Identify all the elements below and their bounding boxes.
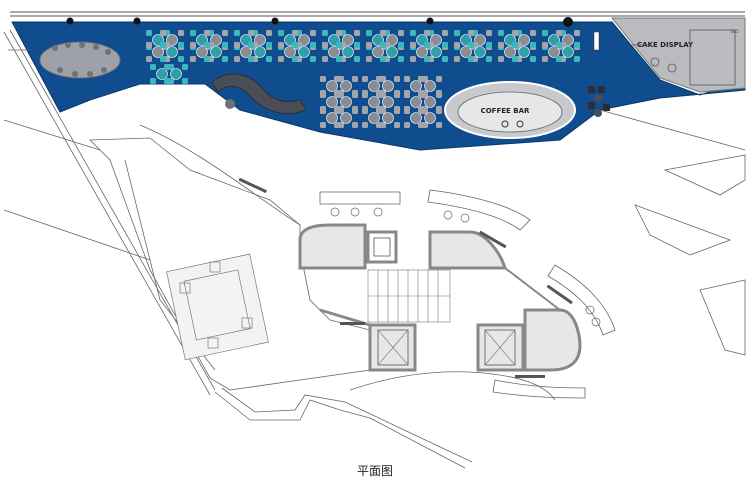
cake-display-zone xyxy=(610,17,746,93)
plan-caption: 平面图 xyxy=(356,464,393,478)
column xyxy=(225,99,235,109)
table-group xyxy=(418,108,442,128)
table-group xyxy=(376,92,400,112)
table-group xyxy=(204,42,228,62)
table-group xyxy=(146,42,170,62)
columns xyxy=(66,17,573,27)
bench-curve xyxy=(211,73,307,114)
table-group xyxy=(160,42,184,62)
window-marks xyxy=(238,177,573,378)
terrace-furniture xyxy=(166,253,269,361)
table-group xyxy=(292,42,316,62)
table-group xyxy=(512,42,536,62)
table-group xyxy=(278,42,302,62)
cake-display-label: CAKE DISPLAY xyxy=(637,41,694,49)
table-group xyxy=(376,108,400,128)
outdoor-seats xyxy=(330,207,601,327)
table-group xyxy=(424,42,448,62)
table-group xyxy=(234,42,258,62)
core-block xyxy=(298,223,582,372)
table-group xyxy=(334,108,358,128)
building-outlines xyxy=(3,29,746,469)
lounge-cluster xyxy=(39,41,121,79)
cake-display-furniture xyxy=(630,29,736,86)
top-facade xyxy=(10,11,745,17)
dark-lounge xyxy=(588,86,610,117)
table-group xyxy=(468,42,492,62)
table-group xyxy=(248,42,272,62)
table-group xyxy=(556,42,580,62)
table-group xyxy=(366,42,390,62)
table-group xyxy=(164,64,188,84)
table-group xyxy=(380,42,404,62)
table-group xyxy=(336,42,360,62)
coffee-bar: COFFEE BAR xyxy=(444,81,576,139)
table-groups xyxy=(146,30,580,128)
table-group xyxy=(376,76,400,96)
marker-strip xyxy=(593,31,600,51)
table-group xyxy=(404,76,428,96)
table-group xyxy=(190,42,214,62)
coffee-bar-label: COFFEE BAR xyxy=(481,107,530,115)
